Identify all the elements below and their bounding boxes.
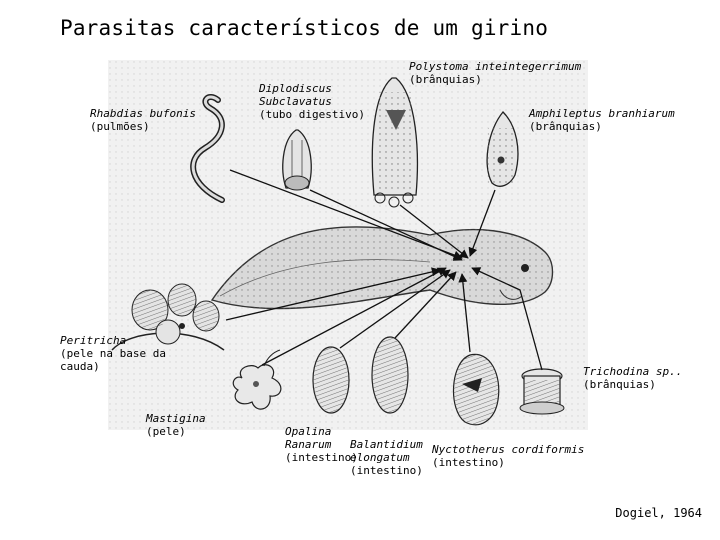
balantidium-name-line2: elongatum	[350, 451, 410, 464]
amphileptus-illustration	[486, 111, 519, 187]
polystoma-site: (brânquias)	[409, 73, 482, 86]
label-peritricha: Peritricha (pele na base da cauda)	[60, 334, 166, 373]
polystoma-name: Polystoma inteintegerrimum	[409, 60, 582, 73]
opalina-name-line2: Ranarum	[285, 438, 332, 451]
mastigina-name: Mastigina	[146, 412, 206, 425]
arrows	[225, 169, 543, 371]
amphileptus-name: Amphileptus branhiarum	[529, 107, 675, 120]
arrow-trichodina	[471, 267, 543, 371]
arrow-balantidium	[394, 271, 457, 339]
opalina-site: (intestino)	[285, 451, 358, 464]
diplodiscus-name-line2: Subclavatus	[259, 95, 332, 108]
label-nyctotherus: Nyctotherus cordiformis (intestino)	[432, 443, 584, 469]
arrow-polystoma	[399, 204, 469, 259]
balantidium-site: (intestino)	[350, 464, 423, 477]
peritricha-name: Peritricha	[60, 334, 127, 347]
label-amphileptus: Amphileptus branhiarum (brânquias)	[529, 107, 675, 133]
diplodiscus-site: (tubo digestivo)	[259, 108, 365, 121]
label-diplodiscus: Diplodiscus Subclavatus (tubo digestivo)	[259, 82, 365, 121]
label-mastigina: Mastigina (pele)	[146, 412, 206, 438]
tadpole-eye	[521, 264, 529, 272]
rhabdias-name: Rhabdias bufonis	[90, 107, 196, 120]
amphileptus-site: (brânquias)	[529, 120, 602, 133]
arrow-amphileptus	[468, 189, 496, 257]
polystoma-illustration	[371, 77, 419, 208]
mastigina-site: (pele)	[146, 425, 186, 438]
label-balantidium: Balantidium elongatum (intestino)	[350, 438, 423, 477]
diplodiscus-illustration	[282, 129, 312, 191]
peritricha-site-line1: (pele na base da	[60, 347, 166, 360]
mastigina-illustration	[232, 349, 282, 410]
rhabdias-worm-illustration	[190, 94, 225, 203]
arrow-diplodiscus	[309, 189, 463, 261]
arrow-opalina	[339, 269, 451, 349]
balantidium-name-line1: Balantidium	[350, 438, 423, 451]
balantidium-illustration	[371, 336, 409, 414]
label-rhabdias: Rhabdias bufonis (pulmões)	[90, 107, 196, 133]
rhabdias-site: (pulmões)	[90, 120, 150, 133]
arrow-peritricha	[225, 267, 441, 321]
peritricha-site-line2: cauda)	[60, 360, 100, 373]
label-trichodina: Trichodina sp.. (brânquias)	[583, 365, 682, 391]
arrow-rhabdias	[229, 169, 463, 260]
arrow-nyctotherus	[458, 273, 471, 353]
label-opalina: Opalina Ranarum (intestino)	[285, 425, 358, 464]
tadpole-illustration	[210, 226, 554, 310]
page-title: Parasitas característicos de um girino	[60, 16, 549, 40]
trichodina-site: (brânquias)	[583, 378, 656, 391]
peritricha-illustration	[111, 283, 225, 351]
diplodiscus-name-line1: Diplodiscus	[259, 82, 332, 95]
source-credit: Dogiel, 1964	[615, 506, 702, 520]
trichodina-illustration	[519, 368, 565, 415]
nyctotherus-illustration	[453, 353, 500, 426]
opalina-name-line1: Opalina	[285, 425, 332, 438]
nyctotherus-name: Nyctotherus cordiformis	[432, 443, 585, 456]
arrow-mastigina	[261, 267, 447, 366]
nyctotherus-site: (intestino)	[432, 456, 505, 469]
label-polystoma: Polystoma inteintegerrimum (brânquias)	[409, 60, 581, 86]
trichodina-name: Trichodina sp..	[583, 365, 683, 378]
opalina-illustration	[312, 346, 350, 414]
